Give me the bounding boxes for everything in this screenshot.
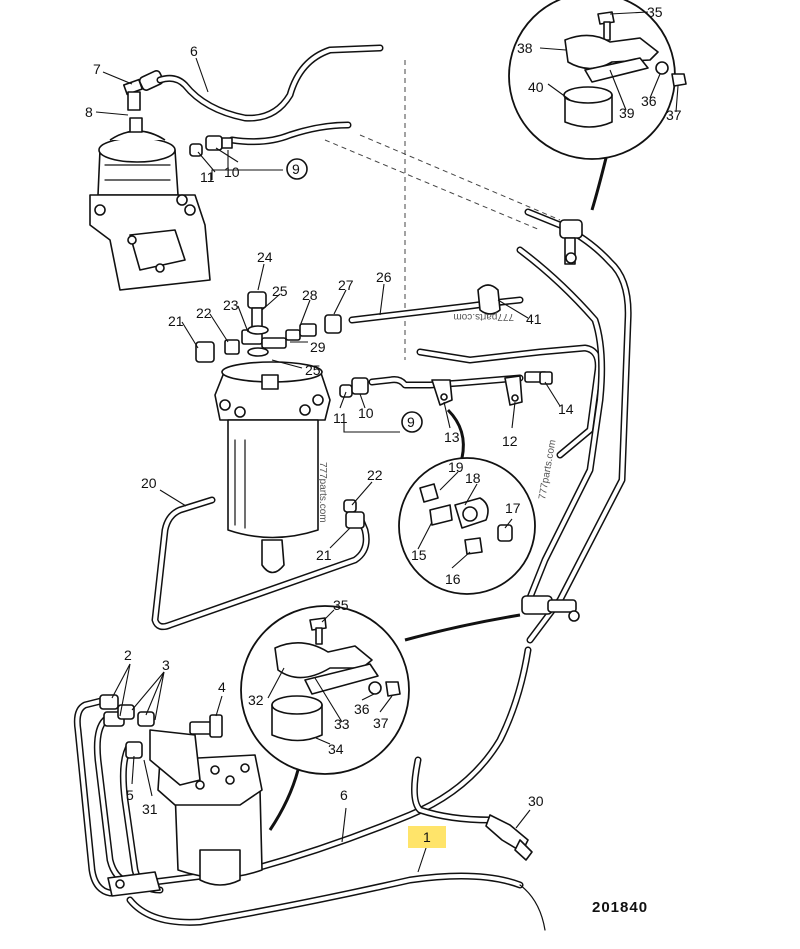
callout-1-highlight xyxy=(408,826,446,848)
callout-9-top[interactable]: 9 xyxy=(292,161,300,177)
callout-11-mid[interactable]: 11 xyxy=(333,410,348,426)
callout-36-lower[interactable]: 36 xyxy=(354,701,370,717)
fuel-filter xyxy=(214,361,331,574)
callout-21-lower[interactable]: 21 xyxy=(316,547,332,563)
callout-9-mid[interactable]: 9 xyxy=(407,414,415,430)
callout-23[interactable]: 23 xyxy=(223,297,239,313)
callout-21-top[interactable]: 21 xyxy=(168,313,184,329)
callout-2[interactable]: 2 xyxy=(124,647,132,663)
watermark-right: 777parts.com xyxy=(537,439,558,501)
watermark-filter: 777parts.com xyxy=(317,462,328,523)
lift-pump xyxy=(89,117,211,291)
callout-34[interactable]: 34 xyxy=(328,741,344,757)
callout-12[interactable]: 12 xyxy=(502,433,518,449)
reference-number: 201840 xyxy=(592,899,648,916)
callout-22-top[interactable]: 22 xyxy=(196,305,212,321)
pipe-filter-return xyxy=(339,344,602,459)
callout-8[interactable]: 8 xyxy=(85,104,93,120)
callout-6-lower[interactable]: 6 xyxy=(340,787,348,803)
callout-18[interactable]: 18 xyxy=(465,470,481,486)
filter-head-fittings xyxy=(195,291,342,363)
callout-6-top[interactable]: 6 xyxy=(190,43,198,59)
callout-9-mid-circle xyxy=(401,411,423,433)
callout-10-top[interactable]: 10 xyxy=(224,164,240,180)
callout-15[interactable]: 15 xyxy=(411,547,427,563)
callout-24[interactable]: 24 xyxy=(257,249,273,265)
callout-41[interactable]: 41 xyxy=(526,311,542,327)
callout-32[interactable]: 32 xyxy=(248,692,264,708)
callout-29[interactable]: 29 xyxy=(310,339,326,355)
callout-16[interactable]: 16 xyxy=(445,571,461,587)
callout-25-mid[interactable]: 25 xyxy=(305,362,321,378)
callout-35-lower[interactable]: 35 xyxy=(333,597,349,613)
dashed-reference-lines xyxy=(324,60,561,360)
pipe-20 xyxy=(151,496,370,631)
callout-35-top[interactable]: 35 xyxy=(647,4,663,20)
callout-14[interactable]: 14 xyxy=(558,401,574,417)
detail-circle-top xyxy=(508,0,687,211)
fitting-30 xyxy=(485,814,533,861)
callout-1[interactable]: 1 xyxy=(423,829,431,845)
callout-9-top-circle xyxy=(286,158,308,180)
callout-26[interactable]: 26 xyxy=(376,269,392,285)
callout-37-top[interactable]: 37 xyxy=(666,107,682,123)
lower-left-pipes xyxy=(73,694,164,897)
callout-13[interactable]: 13 xyxy=(444,429,460,445)
callout-4[interactable]: 4 xyxy=(218,679,226,695)
callout-27[interactable]: 27 xyxy=(338,277,354,293)
callout-10-mid[interactable]: 10 xyxy=(358,405,374,421)
main-pipes-lower xyxy=(126,646,546,931)
pipe-clip-41 xyxy=(477,284,501,315)
detail-circle-lower xyxy=(240,605,521,831)
detail-circle-middle xyxy=(398,408,536,595)
lower-filter xyxy=(149,714,263,886)
callout-31[interactable]: 31 xyxy=(142,801,158,817)
callout-17[interactable]: 17 xyxy=(505,500,521,516)
callout-30[interactable]: 30 xyxy=(528,793,544,809)
watermark-top: 777parts.com xyxy=(453,311,514,322)
banjo-fitting-top xyxy=(189,135,233,157)
callout-33[interactable]: 33 xyxy=(334,716,350,732)
pipe-clips-mid xyxy=(431,371,553,406)
callout-7[interactable]: 7 xyxy=(93,61,101,77)
main-pipes-right xyxy=(516,208,632,644)
callout-3[interactable]: 3 xyxy=(162,657,170,673)
pipe-6-top xyxy=(156,44,384,146)
callout-5[interactable]: 5 xyxy=(126,787,134,803)
leader-lines xyxy=(95,57,561,873)
callout-19[interactable]: 19 xyxy=(448,459,464,475)
callout-40[interactable]: 40 xyxy=(528,79,544,95)
pump-outlet-fitting xyxy=(122,70,164,111)
callout-37-lower[interactable]: 37 xyxy=(373,715,389,731)
callout-22-lower[interactable]: 22 xyxy=(367,467,383,483)
callout-36-top[interactable]: 36 xyxy=(641,93,657,109)
callout-38[interactable]: 38 xyxy=(517,40,533,56)
callout-20[interactable]: 20 xyxy=(141,475,157,491)
callout-28[interactable]: 28 xyxy=(302,287,318,303)
callout-25-top[interactable]: 25 xyxy=(272,283,288,299)
callout-11-top[interactable]: 11 xyxy=(200,169,215,185)
callout-labels: 1 2 3 4 5 6 6 7 8 9 9 10 10 11 11 12 13 … xyxy=(85,4,682,845)
callout-39[interactable]: 39 xyxy=(619,105,635,121)
